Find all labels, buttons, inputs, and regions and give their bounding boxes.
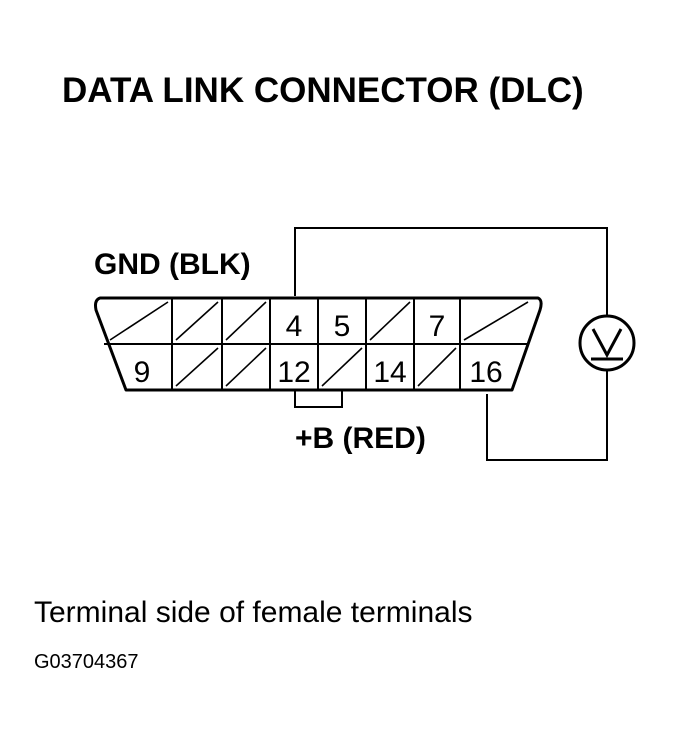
bottom-row-terminal-cell (171, 344, 219, 390)
voltmeter-symbol-icon (591, 328, 623, 361)
bottom-row-terminal-cell: 12 (269, 344, 311, 390)
caption: Terminal side of female terminals (34, 596, 473, 629)
unused-terminal-slash (175, 347, 219, 387)
unused-terminal-slash (417, 347, 457, 387)
unused-terminal-slash (175, 301, 219, 341)
voltmeter-circle (578, 314, 636, 372)
voltmeter (578, 314, 636, 372)
unused-terminal-slash (225, 301, 267, 341)
terminal-number: 9 (134, 356, 151, 389)
bottom-row-terminal-cell (413, 344, 457, 390)
top-row-terminal-cell: 7 (413, 298, 446, 344)
terminal-number: 14 (373, 356, 406, 389)
terminal-number: 4 (286, 310, 303, 343)
bottom-row-terminal-cell: 16 (459, 344, 503, 390)
gnd-wire (294, 227, 608, 316)
top-row-terminal-cell (365, 298, 411, 344)
plus-b-wire (486, 370, 608, 461)
bottom-row-terminal-cell: 9 (134, 356, 151, 389)
terminal-number: 7 (429, 310, 446, 343)
dlc-connector-outline (94, 296, 543, 392)
unused-terminal-slash (225, 347, 267, 387)
top-row-terminal-cell: 5 (317, 298, 351, 344)
pin12-bracket (294, 390, 343, 408)
unused-terminal-slash (463, 301, 529, 341)
diagram-title: DATA LINK CONNECTOR (DLC) (62, 71, 584, 110)
terminal-number: 5 (334, 310, 351, 343)
top-row-terminal-cell: 4 (269, 298, 303, 344)
bottom-row-terminal-cell: 14 (365, 344, 407, 390)
bottom-row-terminal-cell (221, 344, 267, 390)
figure-id: G03704367 (34, 651, 139, 673)
unused-terminal-slash (369, 301, 411, 341)
unused-terminal-slash (321, 347, 363, 387)
gnd-label: GND (BLK) (94, 248, 251, 281)
top-row-terminal-cell (109, 301, 169, 341)
unused-terminal-slash (109, 301, 169, 341)
top-row-terminal-cell (459, 298, 529, 344)
plus-b-label: +B (RED) (295, 422, 426, 455)
top-row-terminal-cell (221, 298, 267, 344)
terminal-number: 16 (469, 356, 502, 389)
terminal-number: 12 (277, 356, 310, 389)
top-row-terminal-cell (171, 298, 219, 344)
bottom-row-terminal-cell (317, 344, 363, 390)
